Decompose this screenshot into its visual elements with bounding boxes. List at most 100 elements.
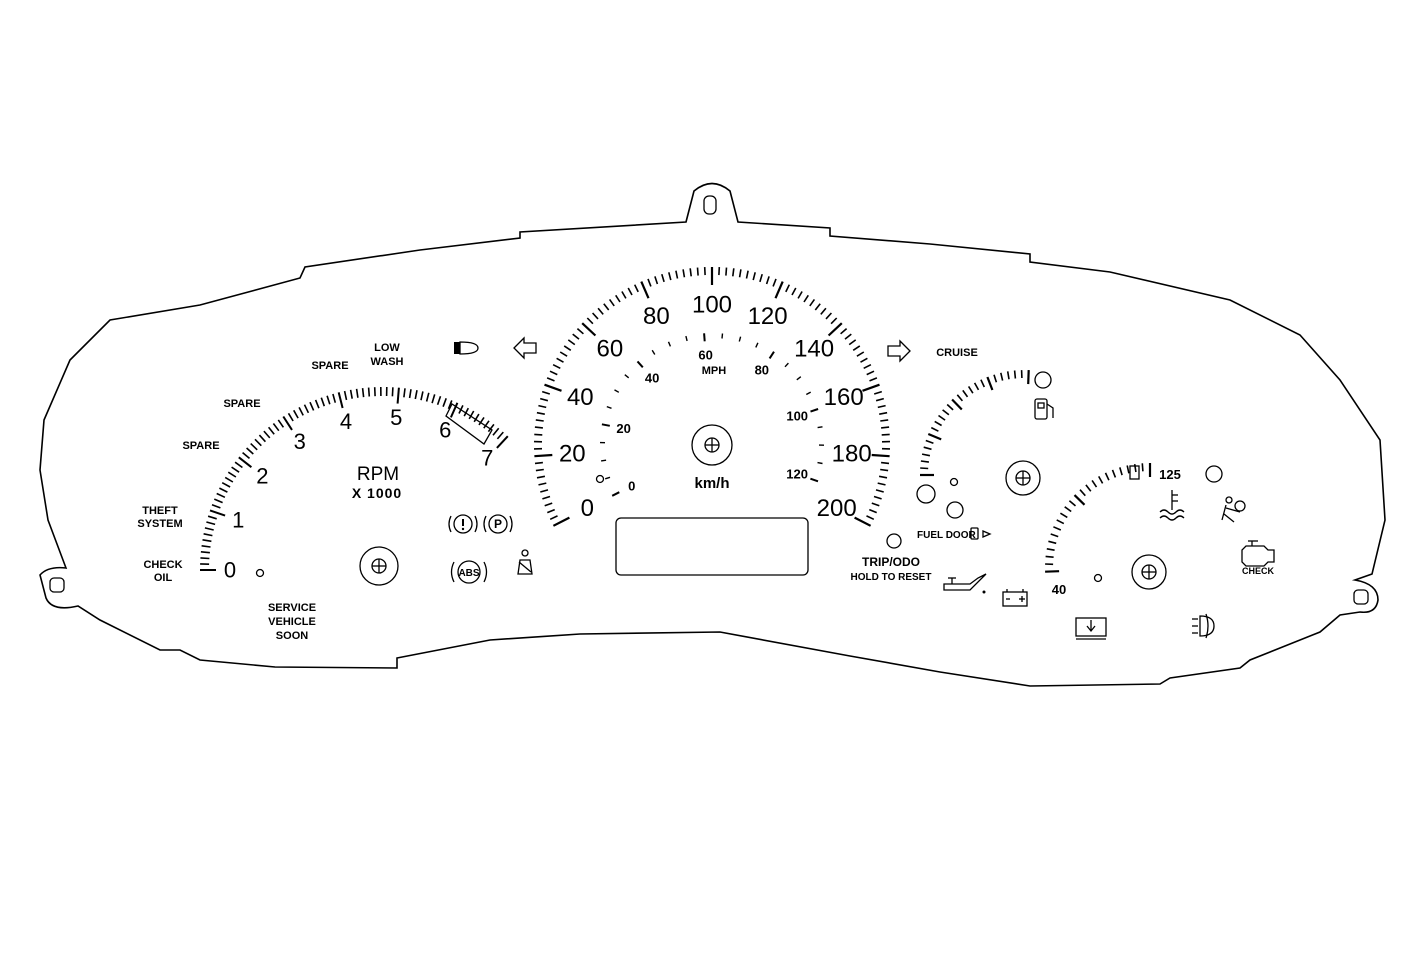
temperature-gauge-tick (1126, 465, 1130, 474)
speedometer-kmh-tick (877, 404, 886, 409)
temperature-gauge-tick (1085, 484, 1092, 492)
fuel-gauge-tick (956, 394, 964, 402)
fuel-gauge-needle-pivot (1005, 460, 1041, 496)
tachometer-label: 0 (224, 558, 236, 583)
fuel-gauge-tick (921, 453, 931, 457)
speedometer-mph-tick (817, 461, 823, 465)
speedometer-kmh-tick (772, 278, 777, 287)
label-theft-system: THEFT SYSTEM (137, 505, 182, 530)
speedometer-kmh-tick (871, 502, 880, 507)
speedometer-mph-tick (685, 335, 688, 342)
temperature-gauge-tick (1064, 506, 1072, 513)
speedometer-kmh-tick (866, 515, 875, 521)
cluster-outline (39, 182, 1386, 687)
speedometer-mph-label: 80 (755, 363, 769, 378)
speedometer-mph-tick (817, 426, 823, 429)
speedometer-kmh-tick (559, 351, 568, 357)
label-fuel-door: FUEL DOOR (917, 527, 992, 541)
fuel-pump-icon (1034, 398, 1054, 420)
tachometer-tick (216, 492, 226, 499)
speedometer-kmh-tick (774, 281, 784, 299)
speedometer-kmh-tick (576, 327, 584, 335)
speedometer-kmh-tick (597, 307, 604, 315)
tachometer-tick (282, 415, 293, 431)
speedometer-kmh-label: 200 (817, 495, 857, 522)
fuel-gauge-tick (973, 382, 980, 391)
speedometer-kmh-label: 160 (824, 384, 864, 411)
speedometer-mph-label: 120 (786, 467, 808, 482)
tachometer-tick (449, 402, 459, 418)
tachometer-tick (343, 390, 348, 401)
speedometer-kmh-tick (640, 281, 650, 299)
tachometer-tick (420, 391, 424, 401)
speedometer-kmh-tick (830, 317, 838, 325)
speedometer-kmh-tick (540, 489, 549, 493)
tachometer-tick (355, 388, 359, 398)
fuel-gauge-tick (920, 467, 929, 470)
turn-right-arrow-icon (887, 339, 911, 363)
speedometer-kmh-tick (534, 426, 543, 429)
label-spare-3: SPARE (311, 360, 348, 372)
speedometer-kmh-tick (546, 377, 555, 382)
svg-text:VEHICLE: VEHICLE (268, 616, 316, 628)
speedometer-mph-tick (805, 391, 812, 396)
tachometer-tick (200, 551, 210, 554)
speedometer-kmh-tick (738, 269, 742, 278)
svg-text:OIL: OIL (154, 572, 173, 584)
tachometer-tick (224, 476, 234, 483)
svg-text:SERVICE: SERVICE (268, 602, 316, 614)
kmh-unit: km/h (694, 475, 729, 492)
speedometer-kmh-tick (797, 291, 803, 299)
oil-can-icon (943, 573, 987, 594)
abs-icon: ABS (450, 560, 488, 584)
indicator-lamp-2 (946, 501, 964, 519)
speedometer-kmh-tick (827, 322, 843, 337)
right-mount-hole (1353, 589, 1369, 605)
speedometer-kmh-tick (825, 312, 832, 320)
temperature-gauge-tick (1073, 494, 1086, 506)
tachometer-tick (263, 430, 271, 439)
speedometer-mph-tick (624, 374, 630, 379)
tachometer-tick (483, 420, 490, 429)
speedometer-kmh-tick (752, 272, 756, 281)
temperature-gauge-tick (1059, 512, 1068, 519)
temperature-needle-pivot (1131, 554, 1167, 590)
speedometer-mph-tick (604, 476, 611, 480)
temperature-gauge: 40 125 (1045, 463, 1185, 597)
speedometer-kmh-tick (881, 461, 890, 465)
brake-warning-icon (448, 514, 478, 534)
tachometer-tick (293, 409, 299, 419)
tachometer-tick (242, 451, 251, 460)
speedometer-kmh-tick (745, 270, 749, 279)
speedometer-mph-label: 60 (698, 348, 712, 363)
speedometer-kmh-label: 120 (748, 303, 788, 330)
speedometer-kmh-tick (552, 363, 561, 370)
speedometer-kmh-tick (803, 294, 809, 303)
speedometer-kmh-tick (791, 287, 797, 296)
temperature-gauge-tick (1079, 489, 1086, 497)
fuel-gauge-tick (1027, 370, 1030, 385)
speedometer-mph-tick (810, 477, 819, 483)
temperature-gauge-tick (1046, 548, 1055, 551)
speedometer-kmh-tick (844, 333, 852, 340)
speedometer-kmh-tick (765, 276, 770, 285)
speedometer-kmh-label: 140 (794, 336, 834, 363)
svg-text:SYSTEM: SYSTEM (137, 518, 182, 530)
svg-text:CHECK: CHECK (143, 559, 182, 571)
speedometer-kmh-label: 20 (559, 440, 586, 467)
speedometer-kmh-tick (621, 291, 627, 299)
trunk-ajar-icon (1075, 617, 1107, 640)
speedometer-kmh-tick (856, 351, 865, 357)
svg-text:SOON: SOON (276, 630, 308, 642)
speedometer-kmh-tick (785, 284, 791, 293)
fuel-gauge-tick (967, 385, 974, 394)
label-spare-2: SPARE (223, 398, 260, 410)
tachometer-tick (258, 434, 266, 443)
speedometer-kmh-label: 40 (567, 384, 594, 411)
tachometer-tick (267, 426, 275, 435)
speedometer-indicator-dot (595, 474, 605, 484)
fuel-gauge-tick (1000, 372, 1004, 381)
fuel-gauge-tick (938, 414, 946, 421)
